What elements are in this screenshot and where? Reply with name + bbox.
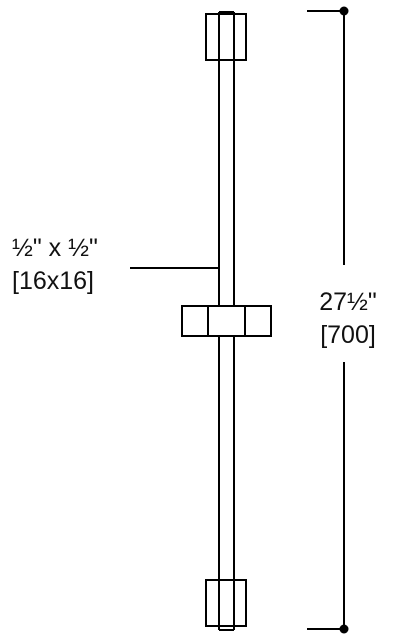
- dimension-top-dot: [339, 6, 349, 16]
- length-dimension: [307, 6, 349, 634]
- profile-size-imperial-label: ½" x ½": [12, 234, 98, 262]
- sliding-holder: [181, 305, 272, 337]
- profile-size-metric-label: [16x16]: [12, 267, 94, 295]
- bottom-wall-bracket: [205, 579, 247, 627]
- top-wall-bracket: [205, 13, 247, 61]
- length-metric-label: [700]: [320, 321, 376, 349]
- length-imperial-label: 27½": [319, 288, 377, 316]
- dimension-bottom-dot: [339, 624, 349, 634]
